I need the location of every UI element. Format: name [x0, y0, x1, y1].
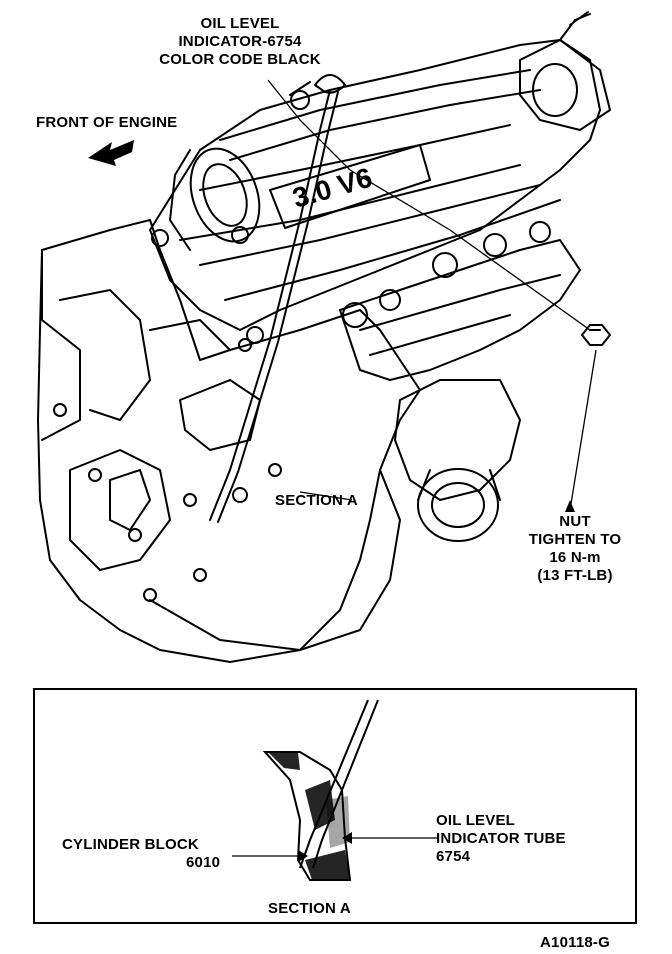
nut-line-1: NUT	[559, 513, 591, 530]
nut-line-3: 16 N-m	[549, 549, 601, 566]
crank-pulley	[417, 468, 499, 542]
nut	[581, 324, 611, 346]
figure-id: A10118-G	[540, 934, 610, 951]
throttle-body	[189, 147, 261, 243]
leader-nut	[569, 349, 597, 511]
oil-level-indicator-line-1: OIL LEVEL	[200, 15, 280, 32]
leader-oil-indicator	[267, 79, 591, 331]
oil-level-indicator-label: OIL LEVEL INDICATOR-6754 COLOR CODE BLAC…	[150, 15, 330, 69]
indicator-tube-label: OIL LEVEL INDICATOR TUBE 6754	[436, 812, 566, 866]
nut-arrowhead	[565, 500, 575, 512]
section-a-title: SECTION A	[268, 900, 351, 917]
cylinder-block-line-1: CYLINDER BLOCK	[62, 836, 199, 853]
oil-pan-outline	[149, 469, 401, 651]
section-a-tube-left	[299, 699, 369, 869]
cylinder-block-line-2: 6010	[186, 854, 221, 871]
oil-level-indicator-line-2: INDICATOR-6754	[178, 33, 302, 50]
nut-label: NUT TIGHTEN TO 16 N-m (13 FT-LB)	[500, 513, 650, 585]
indicator-tube-line-3: 6754	[436, 848, 471, 865]
section-a-inset	[33, 688, 637, 924]
oil-level-indicator-tube	[209, 89, 331, 521]
cylinder-block-label: CYLINDER BLOCK 6010	[62, 836, 220, 872]
engine-badge-plate	[269, 144, 431, 229]
nut-line-4: (13 FT-LB)	[537, 567, 613, 584]
indicator-tube-line-1: OIL LEVEL	[436, 812, 516, 829]
section-a-callout: SECTION A	[275, 492, 358, 509]
engine-block-outline	[37, 219, 421, 663]
front-of-engine-label: FRONT OF ENGINE	[36, 114, 178, 131]
nut-line-2: TIGHTEN TO	[528, 531, 622, 548]
exhaust-manifold	[339, 239, 581, 381]
indicator-tube-line-2: INDICATOR TUBE	[436, 830, 566, 847]
front-of-engine-arrow	[88, 140, 134, 166]
oil-level-indicator-handle	[314, 74, 346, 94]
leader-section-a	[299, 491, 353, 501]
intake-manifold-outline	[149, 39, 601, 331]
oil-level-indicator-line-3: COLOR CODE BLACK	[159, 51, 321, 68]
